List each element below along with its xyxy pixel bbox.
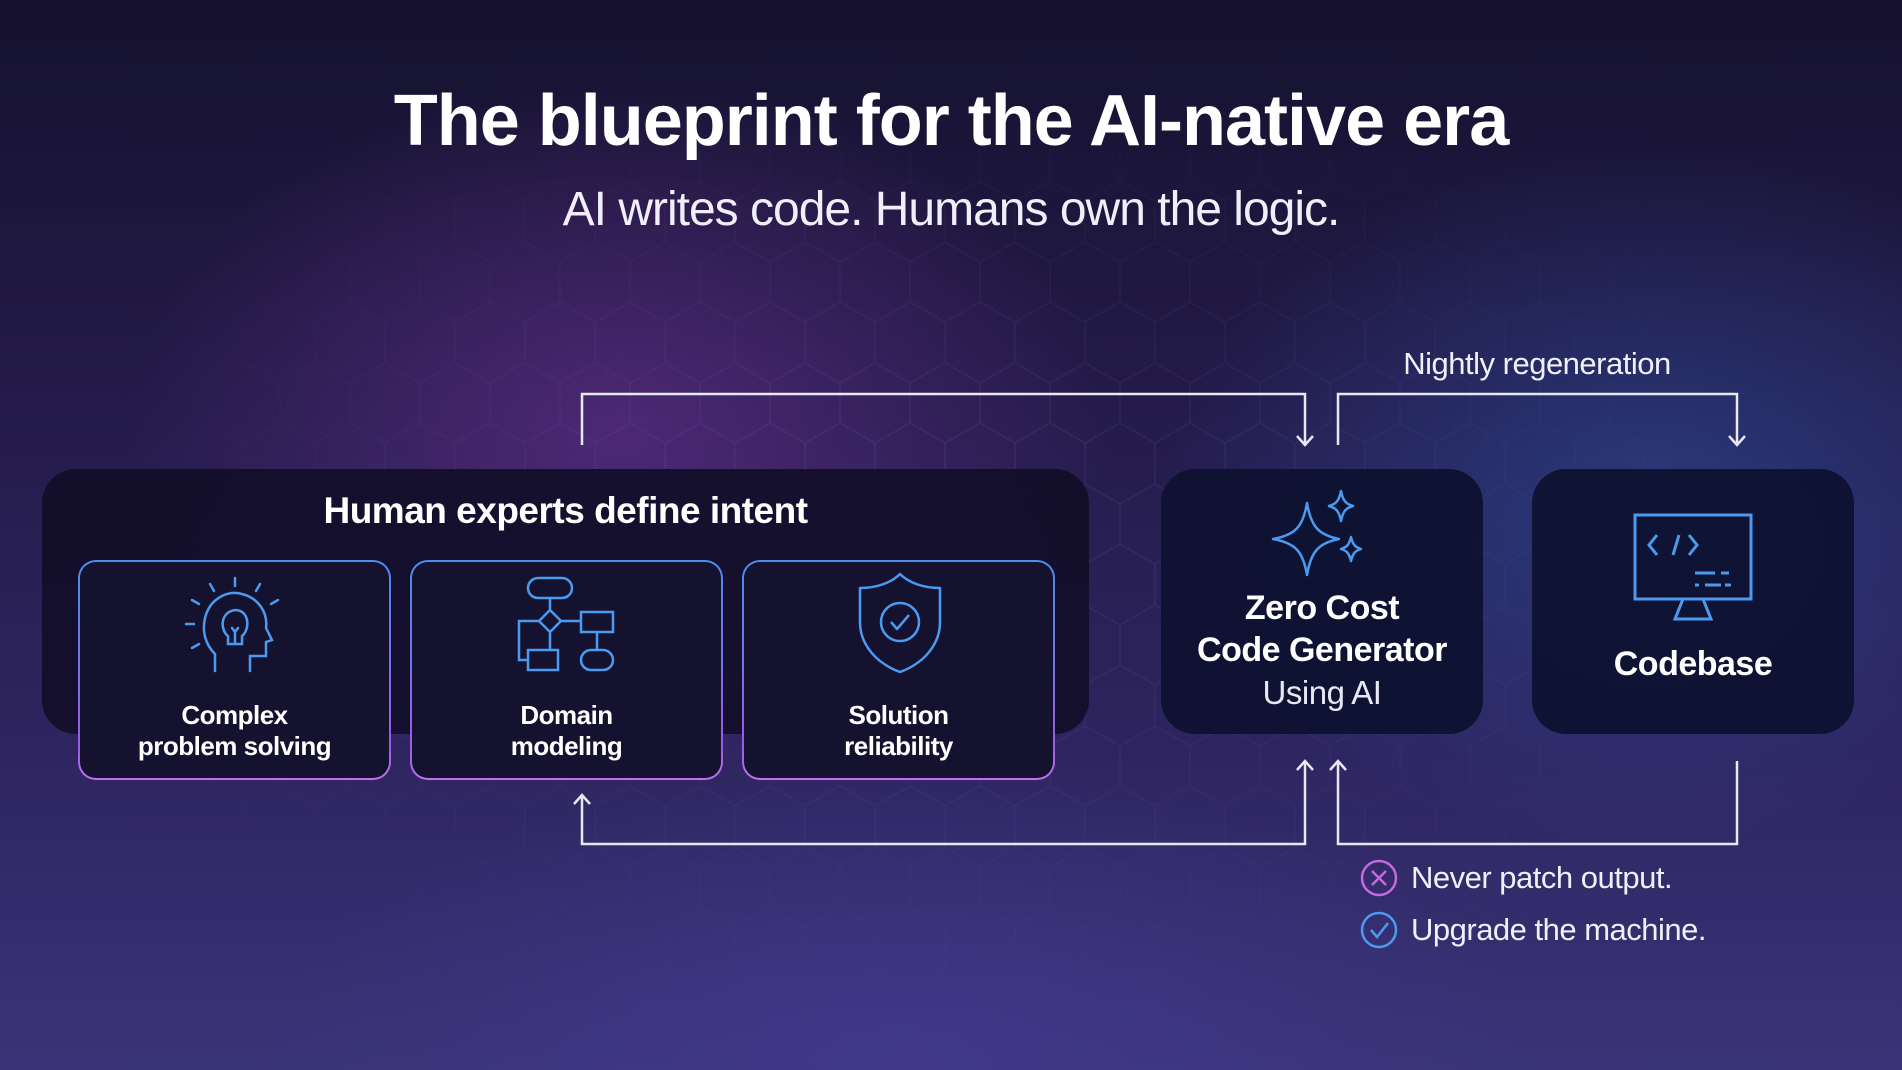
flowchart-icon — [517, 576, 615, 672]
legend-item-never-patch: Never patch output. — [1360, 858, 1673, 898]
card-label-line1: Domain — [520, 700, 613, 730]
codebase-label: Codebase — [1613, 645, 1773, 683]
nightly-regeneration-label: Nightly regeneration — [1403, 346, 1671, 381]
card-label-line1: Complex — [181, 700, 288, 730]
page-subtitle: AI writes code. Humans own the logic. — [562, 183, 1341, 236]
legend-text: Upgrade the machine. — [1411, 912, 1707, 947]
card-label-line2: modeling — [510, 731, 623, 761]
generator-to-intent-feedback-arrow — [573, 759, 1314, 846]
shield-check-icon — [858, 572, 942, 674]
code-generator-node: Zero Cost Code Generator Using AI — [1161, 469, 1483, 734]
legend-text: Never patch output. — [1411, 860, 1673, 895]
monitor-code-icon — [1633, 513, 1753, 621]
x-circle-icon — [1360, 859, 1398, 897]
codebase-node: Codebase — [1532, 469, 1854, 734]
nightly-regeneration-arrow — [1336, 392, 1746, 447]
generator-subtitle: Using AI — [1262, 674, 1382, 711]
intent-to-generator-arrow — [580, 392, 1314, 447]
check-circle-icon — [1360, 911, 1398, 949]
generator-title-line2: Code Generator — [1197, 631, 1447, 669]
codebase-to-generator-feedback-arrow — [1329, 759, 1739, 846]
generator-title-line1: Zero Cost — [1244, 589, 1400, 627]
lightbulb-head-icon — [184, 576, 280, 673]
card-label-line1: Solution — [848, 700, 949, 730]
card-label-line2: reliability — [844, 731, 953, 761]
human-panel-heading: Human experts define intent — [323, 490, 808, 531]
sparkles-icon — [1271, 489, 1363, 577]
page-title: The blueprint for the AI-native era — [393, 81, 1509, 161]
card-label-line2: problem solving — [137, 731, 332, 761]
legend-item-upgrade-machine: Upgrade the machine. — [1360, 910, 1707, 950]
